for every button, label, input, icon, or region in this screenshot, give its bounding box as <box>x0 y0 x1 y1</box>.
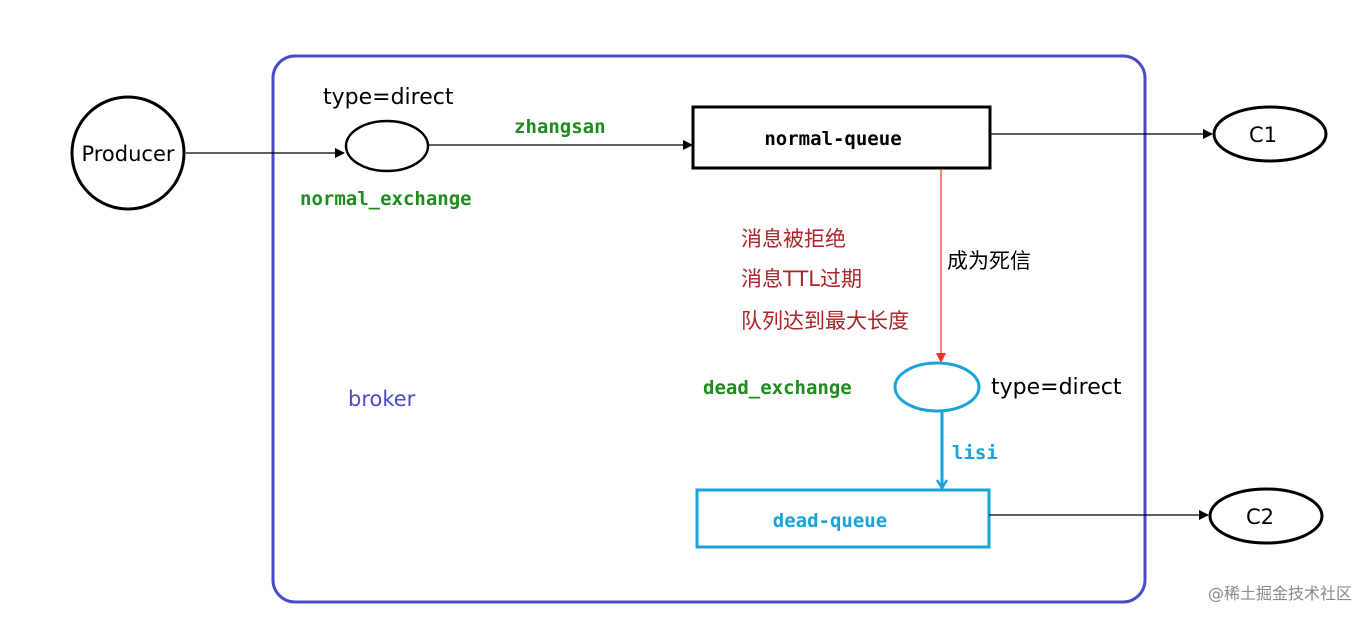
consumer-c2-label: C2 <box>1246 505 1274 529</box>
producer-node <box>70 95 186 211</box>
broker-boundary <box>271 54 1147 604</box>
dead-routing-key-label: lisi <box>952 442 998 464</box>
consumer-c2-node <box>1208 487 1324 545</box>
consumer-c1-node <box>1212 105 1328 163</box>
watermark-text: @稀土掘金技术社区 <box>1208 584 1352 603</box>
dead-exchange-node <box>893 361 981 413</box>
dead-letter-reason-rejected: 消息被拒绝 <box>741 227 846 251</box>
normal-routing-key-label: zhangsan <box>514 116 606 138</box>
normal-exchange-name: normal_exchange <box>300 188 472 210</box>
producer-label: Producer <box>81 142 174 166</box>
dead-letter-reason-ttl-expired: 消息TTL过期 <box>741 267 862 291</box>
dead-exchange-name: dead_exchange <box>703 377 852 399</box>
dead-queue-node <box>695 488 991 549</box>
consumer-c1-label: C1 <box>1249 123 1277 147</box>
normal-exchange-node <box>344 119 430 173</box>
dead-letter-reason-max-length: 队列达到最大长度 <box>741 309 909 333</box>
dead-queue-label: dead-queue <box>773 510 887 532</box>
dead-letter-transition-label: 成为死信 <box>947 249 1031 273</box>
broker-label: broker <box>348 387 416 411</box>
normal-exchange-type-label: type=direct <box>323 85 454 110</box>
normal-queue-node <box>691 105 992 170</box>
normal-queue-label: normal-queue <box>764 128 901 150</box>
dead-exchange-type-label: type=direct <box>991 375 1122 400</box>
